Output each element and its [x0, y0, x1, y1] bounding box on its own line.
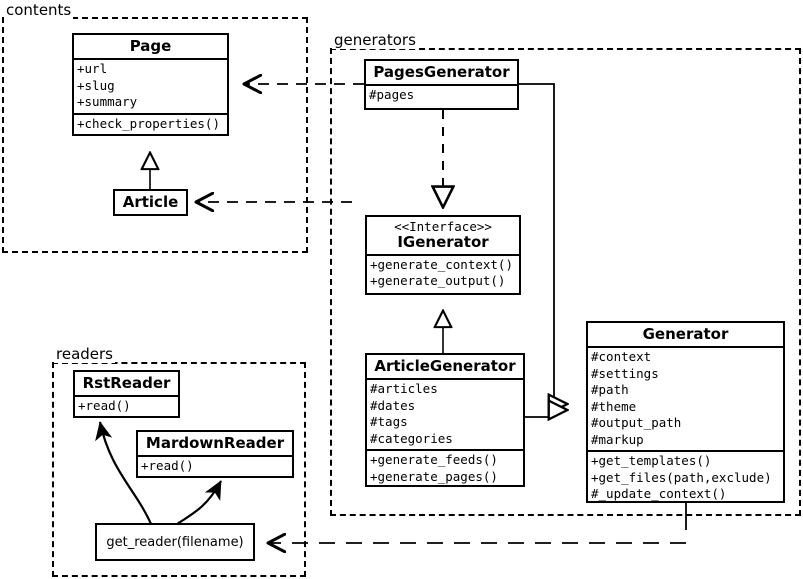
class-member: #theme	[591, 398, 637, 414]
class-member: #path	[591, 382, 629, 398]
class-mardownreader-title: MardownReader	[145, 434, 285, 452]
class-member: #categories	[370, 430, 453, 446]
package-contents-label: contents	[4, 1, 74, 19]
class-mardownreader[interactable]: MardownReader +read()	[136, 430, 294, 478]
package-readers-label: readers	[54, 345, 115, 363]
class-page-attributes: +url +slug +summary	[74, 58, 227, 113]
class-member: +url	[77, 61, 108, 77]
class-igenerator-title: IGenerator	[397, 232, 489, 251]
class-igenerator-stereotype-wrap: <<Interface>> IGenerator	[367, 217, 519, 254]
class-igenerator-operations: +generate_context() +generate_output()	[367, 253, 519, 292]
class-pagesgenerator[interactable]: PagesGenerator #pages	[364, 59, 519, 110]
class-articlegenerator[interactable]: ArticleGenerator #articles #dates #tags …	[365, 353, 525, 487]
class-articlegenerator-attributes: #articles #dates #tags #categories	[367, 378, 523, 449]
class-page-title: Page	[129, 37, 172, 55]
class-member: +read()	[78, 398, 131, 414]
package-generators-label: generators	[332, 31, 418, 49]
class-member: #dates	[370, 397, 416, 413]
class-generator-operations: +get_templates() +get_files(path,exclude…	[588, 450, 783, 505]
class-page[interactable]: Page +url +slug +summary +check_properti…	[72, 33, 229, 136]
class-member: +summary	[77, 94, 138, 110]
function-get-reader-label: get_reader(filename)	[106, 534, 244, 550]
class-member: #_update_context()	[591, 486, 727, 502]
class-member: +check_properties()	[77, 115, 220, 131]
class-member: #markup	[591, 431, 644, 447]
class-generator-title: Generator	[642, 325, 729, 343]
package-generators	[330, 48, 801, 516]
class-articlegenerator-title: ArticleGenerator	[374, 357, 516, 375]
class-articlegenerator-operations: +generate_feeds() +generate_pages()	[367, 449, 523, 487]
class-member: +generate_context()	[370, 256, 513, 272]
class-member: #tags	[370, 414, 408, 430]
class-member: +slug	[77, 77, 115, 93]
class-member: +get_files(path,exclude)	[591, 469, 772, 485]
function-get-reader[interactable]: get_reader(filename)	[95, 523, 255, 561]
package-contents	[2, 17, 308, 253]
class-generator-attributes: #context #settings #path #theme #output_…	[588, 346, 783, 450]
class-rstreader-title: RstReader	[82, 374, 171, 392]
class-mardownreader-operations: +read()	[138, 455, 292, 477]
class-member: +generate_pages()	[370, 468, 498, 484]
class-rstreader-operations: +read()	[75, 395, 178, 417]
class-member: #pages	[369, 87, 415, 103]
class-pagesgenerator-title: PagesGenerator	[373, 63, 510, 81]
package-readers	[52, 362, 306, 577]
class-pagesgenerator-attributes: #pages	[366, 84, 517, 106]
class-article[interactable]: Article	[113, 189, 188, 216]
class-member: +generate_output()	[370, 273, 506, 289]
class-article-title: Article	[122, 193, 179, 212]
class-generator[interactable]: Generator #context #settings #path #them…	[586, 321, 785, 503]
class-igenerator[interactable]: <<Interface>> IGenerator +generate_conte…	[365, 215, 521, 295]
class-member: #context	[591, 349, 652, 365]
class-member: #settings	[591, 365, 659, 381]
class-rstreader[interactable]: RstReader +read()	[73, 370, 180, 418]
class-page-operations: +check_properties()	[74, 112, 227, 135]
class-member: +generate_feeds()	[370, 452, 498, 468]
class-member: #articles	[370, 381, 438, 397]
class-member: #output_path	[591, 415, 682, 431]
class-member: +get_templates()	[591, 453, 712, 469]
class-igenerator-stereotype: <<Interface>>	[394, 219, 492, 234]
class-member: +read()	[141, 458, 194, 474]
